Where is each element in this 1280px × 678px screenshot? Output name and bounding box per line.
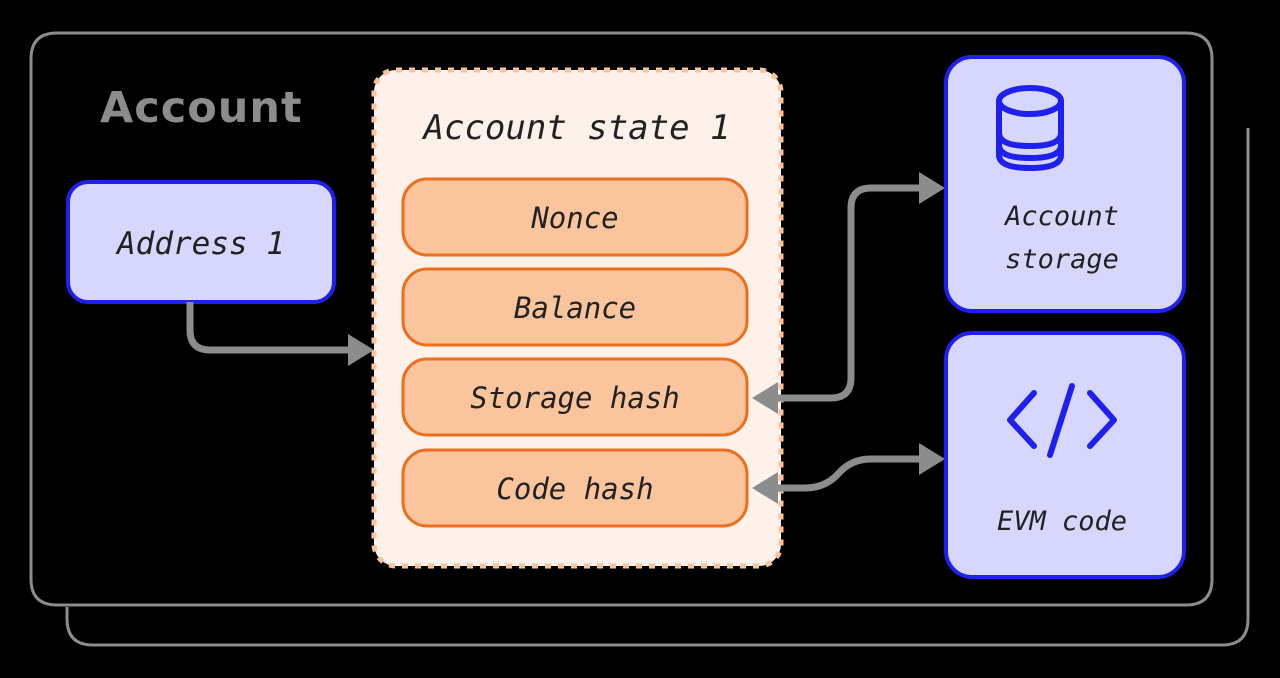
- arrowhead-left-icon: [752, 382, 778, 414]
- arrowhead-right-icon: [919, 172, 945, 204]
- arrowhead-right-icon: [919, 443, 945, 475]
- account-storage-box-shape: [944, 55, 1186, 313]
- field-pill-balance-shape: [401, 267, 749, 347]
- address-box-shape: [66, 180, 336, 304]
- field-pill-balance[interactable]: Balance: [401, 267, 749, 347]
- field-pill-code-hash-shape: [401, 448, 749, 528]
- connector-evm-code-to-code-hash: [752, 472, 805, 504]
- page-title: Account: [100, 83, 303, 133]
- account-state-container: Account state 1 Nonce Balance Storage ha…: [371, 67, 784, 569]
- address-box-label: Address 1: [115, 226, 285, 262]
- database-icon: [996, 85, 1064, 171]
- address-box[interactable]: Address 1: [66, 180, 336, 304]
- evm-code-box[interactable]: EVM code: [944, 331, 1186, 579]
- field-pill-code-hash[interactable]: Code hash: [401, 448, 749, 528]
- evm-code-box-shape: [944, 331, 1186, 579]
- code-brackets-icon: [1007, 383, 1117, 458]
- connector-state-to-account-storage: [847, 172, 945, 260]
- account-storage-box-label-line1: Account: [1003, 201, 1119, 232]
- field-pill-nonce[interactable]: Nonce: [401, 177, 749, 257]
- field-pill-storage-hash[interactable]: Storage hash: [401, 357, 749, 437]
- connector-account-storage-to-storage-hash: [752, 260, 855, 414]
- outer-frame-middle: [29, 31, 1214, 607]
- evm-code-box-label-line1: EVM code: [997, 506, 1127, 537]
- account-storage-box-label-line2: storage: [1005, 244, 1119, 275]
- connector-address-to-state: [186, 302, 374, 366]
- outer-frame-back: [65, 128, 1250, 647]
- field-pill-balance-label: Balance: [514, 291, 636, 325]
- arrowhead-right-icon: [348, 334, 374, 366]
- arrowhead-left-icon: [752, 472, 778, 504]
- account-state-title: Account state 1: [421, 108, 730, 148]
- connector-state-to-evm-code: [804, 443, 945, 492]
- field-pill-nonce-shape: [401, 177, 749, 257]
- field-pill-storage-hash-shape: [401, 357, 749, 437]
- field-pill-storage-hash-label: Storage hash: [470, 381, 680, 415]
- field-pill-code-hash-label: Code hash: [496, 472, 653, 506]
- account-storage-box[interactable]: Account storage: [944, 55, 1186, 313]
- field-pill-nonce-label: Nonce: [530, 201, 618, 235]
